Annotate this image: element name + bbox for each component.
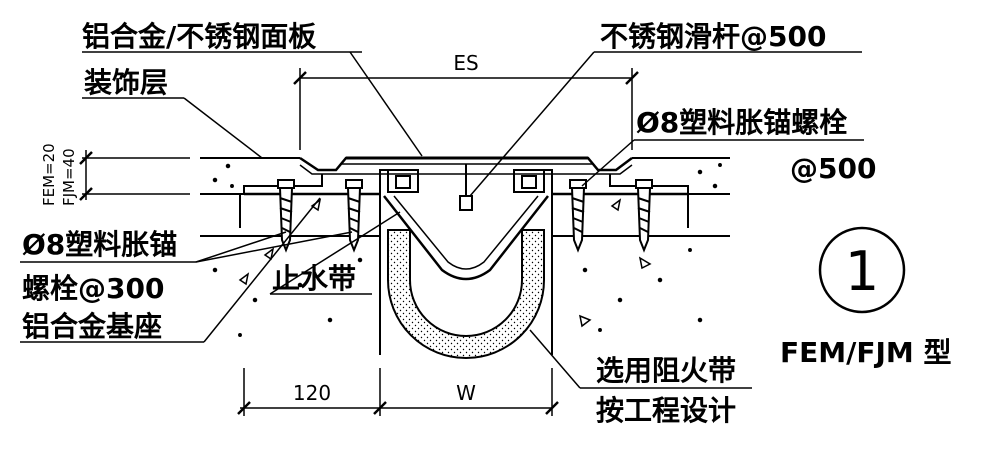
label-bolt-top-spacing: @500 [790,152,876,185]
label-fire-band-2: 按工程设计 [596,394,736,427]
waterstop [383,195,549,281]
dim-fem: FEM=20 [40,143,58,206]
anchor-bolts [277,179,653,253]
label-slide-bar: 不锈钢滑杆@500 [600,20,826,53]
leader-lines [20,51,864,389]
bolt-left-inner [345,179,363,253]
circle-number: 1 [845,240,879,303]
label-bolt-left-2: 螺栓@300 [22,272,164,305]
bolt-right-outer [635,179,653,253]
bottom-dimensions [237,368,559,416]
height-dimension [79,150,190,201]
label-type: FEM/FJM 型 [780,336,952,369]
label-bolt-left-1: Ø8塑料胀锚 [22,228,177,261]
fire-band [387,229,545,359]
dim-fjm: FJM=40 [60,148,78,206]
es-dimension [293,68,639,150]
concrete-marks [212,163,722,337]
label-waterstop: 止水带 [272,262,356,295]
label-base: 铝合金基座 [22,310,162,343]
label-decor-layer: 装饰层 [84,66,168,99]
bolt-right-inner [569,179,587,253]
slide-bar [459,164,473,211]
label-bolt-top: Ø8塑料胀锚螺栓 [636,106,847,139]
dim-es: ES [453,51,478,75]
label-fire-band-1: 选用阻火带 [596,354,736,387]
label-panel: 铝合金/不锈钢面板 [82,20,316,53]
detail-circle [818,226,906,314]
dim-w: W [456,381,476,405]
dim-120: 120 [293,381,331,405]
